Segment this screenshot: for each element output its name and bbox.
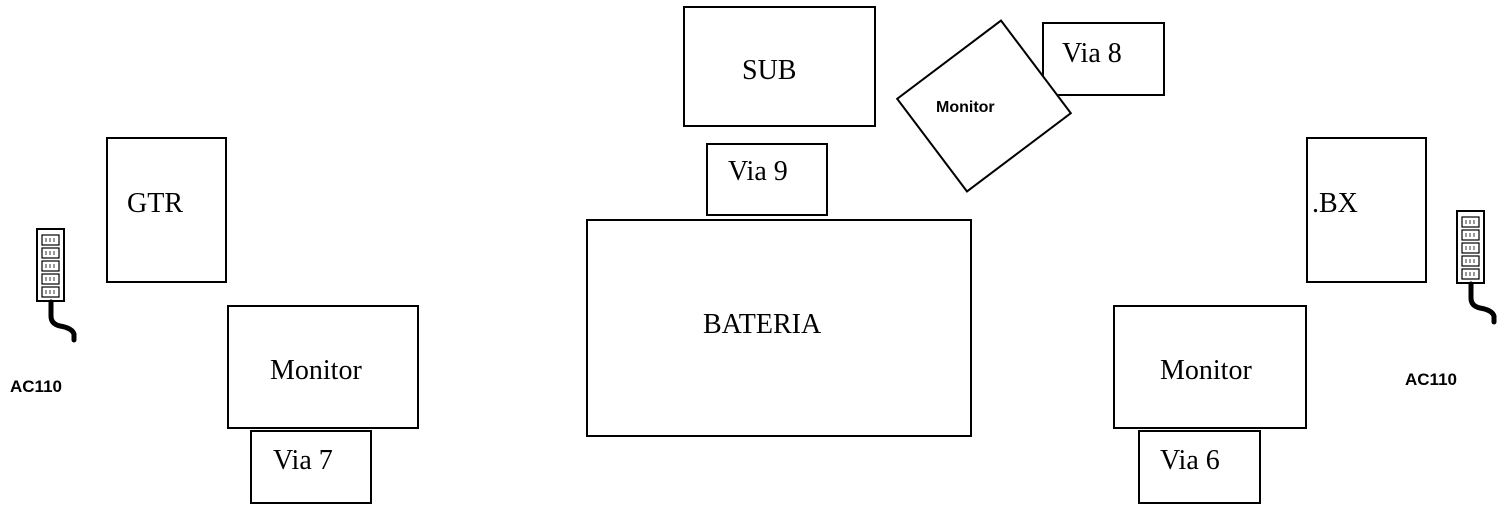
bateria-label: BATERIA bbox=[703, 309, 822, 340]
power-strip-icon bbox=[36, 228, 77, 343]
via7-label: Via 7 bbox=[273, 445, 333, 476]
gtr-box bbox=[106, 137, 227, 283]
sub-label: SUB bbox=[742, 55, 797, 86]
via8-box bbox=[1042, 22, 1165, 96]
monitor-right-box bbox=[1113, 305, 1307, 429]
via6-label: Via 6 bbox=[1160, 445, 1220, 476]
via6-box bbox=[1138, 430, 1261, 504]
bateria-box bbox=[586, 219, 972, 437]
ac110-right-label: AC110 bbox=[1405, 370, 1457, 389]
monitor-left-label: Monitor bbox=[270, 355, 362, 386]
via7-box bbox=[250, 430, 372, 504]
bx-label: .BX bbox=[1312, 188, 1358, 219]
monitor-rotated-label: Monitor bbox=[936, 99, 995, 116]
via9-label: Via 9 bbox=[728, 156, 788, 187]
power-strip-icon bbox=[1456, 210, 1497, 325]
via9-box bbox=[706, 143, 828, 216]
gtr-label: GTR bbox=[127, 188, 183, 219]
bx-box bbox=[1306, 137, 1427, 283]
monitor-left-box bbox=[227, 305, 419, 429]
ac110-left-label: AC110 bbox=[10, 377, 62, 396]
sub-box bbox=[683, 6, 876, 127]
via8-label: Via 8 bbox=[1062, 38, 1122, 69]
monitor-right-label: Monitor bbox=[1160, 355, 1252, 386]
